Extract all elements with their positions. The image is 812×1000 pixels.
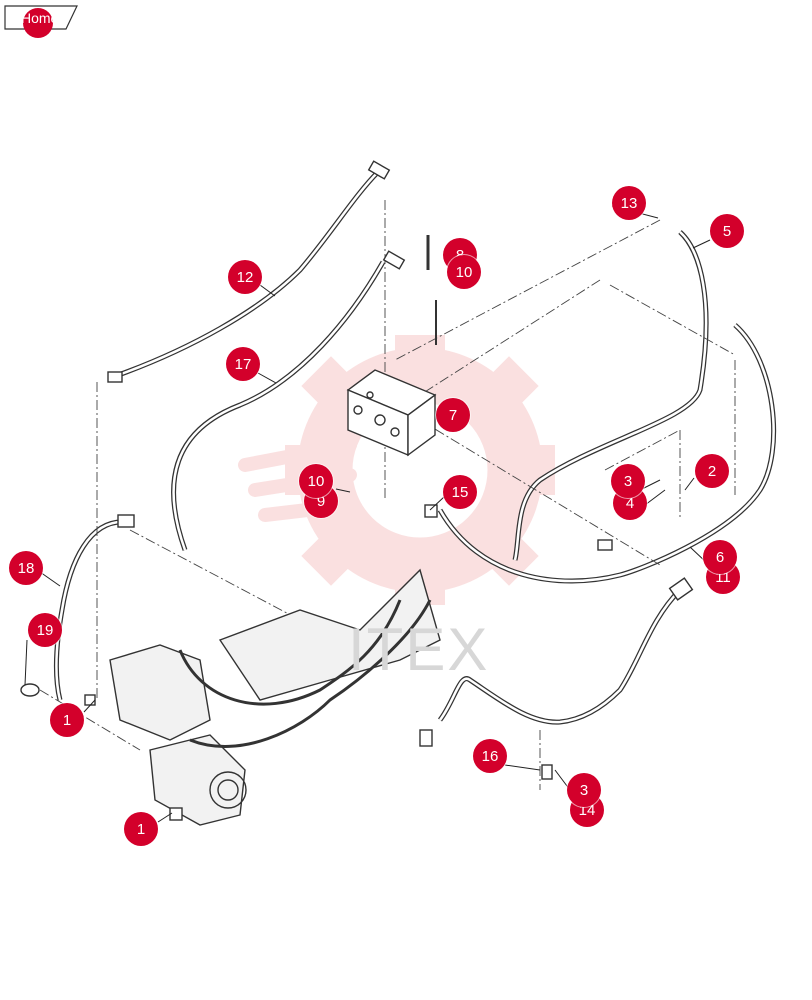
callout-1-bottom[interactable]: 1 — [124, 812, 158, 846]
callout-16[interactable]: 16 — [473, 739, 507, 773]
callout-18[interactable]: 18 — [9, 551, 43, 585]
home-icon — [23, 8, 53, 38]
callout-1-left[interactable]: 1 — [50, 703, 84, 737]
callout-13[interactable]: 13 — [612, 186, 646, 220]
callout-17[interactable]: 17 — [226, 347, 260, 381]
callout-7[interactable]: 7 — [436, 398, 470, 432]
callout-10-top[interactable]: 10 — [447, 255, 481, 289]
callout-19[interactable]: 19 — [28, 613, 62, 647]
callout-6[interactable]: 6 — [703, 540, 737, 574]
hoses — [20, 160, 777, 826]
home-button[interactable]: Home — [4, 5, 78, 38]
callout-15[interactable]: 15 — [443, 475, 477, 509]
callout-3-lower[interactable]: 3 — [567, 773, 601, 807]
callout-5[interactable]: 5 — [710, 214, 744, 248]
callout-12[interactable]: 12 — [228, 260, 262, 294]
callout-3-upper[interactable]: 3 — [611, 464, 645, 498]
callout-2[interactable]: 2 — [695, 454, 729, 488]
callout-10-lower[interactable]: 10 — [299, 464, 333, 498]
